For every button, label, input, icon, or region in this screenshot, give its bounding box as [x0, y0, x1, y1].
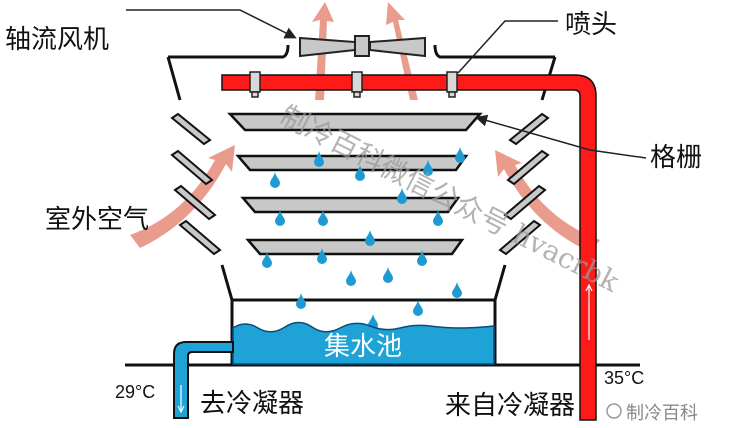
nozzle-leader	[457, 20, 558, 74]
grille-leader	[475, 114, 647, 159]
basin-label: 集水池	[324, 332, 402, 362]
fill-grilles	[227, 112, 483, 256]
fan-label: 轴流风机	[5, 25, 109, 55]
corner-watermark: 制冷百科	[606, 403, 698, 424]
axial-fan	[299, 35, 426, 58]
grille-label: 格栅	[650, 143, 702, 173]
flow-down-arrow-icon	[177, 385, 185, 414]
wechat-icon	[606, 403, 622, 419]
tower-housing	[125, 44, 640, 367]
spray-nozzles	[249, 71, 458, 98]
inlet-temp: 35°C	[604, 368, 644, 388]
fan-leader	[126, 9, 297, 39]
basin-water	[232, 321, 495, 365]
hot-water-pipe	[221, 74, 597, 421]
outlet-temp: 29°C	[115, 382, 155, 402]
from-condenser-label: 来自冷凝器	[445, 391, 575, 421]
to-condenser-label: 去冷凝器	[200, 389, 304, 419]
flow-up-arrow-icon	[585, 283, 593, 340]
outdoor-air-label: 室外空气	[45, 205, 149, 235]
nozzle-label: 喷头	[565, 10, 617, 40]
svg-text:制冷百科: 制冷百科	[626, 403, 698, 424]
air-inlet-louvers	[170, 112, 550, 256]
